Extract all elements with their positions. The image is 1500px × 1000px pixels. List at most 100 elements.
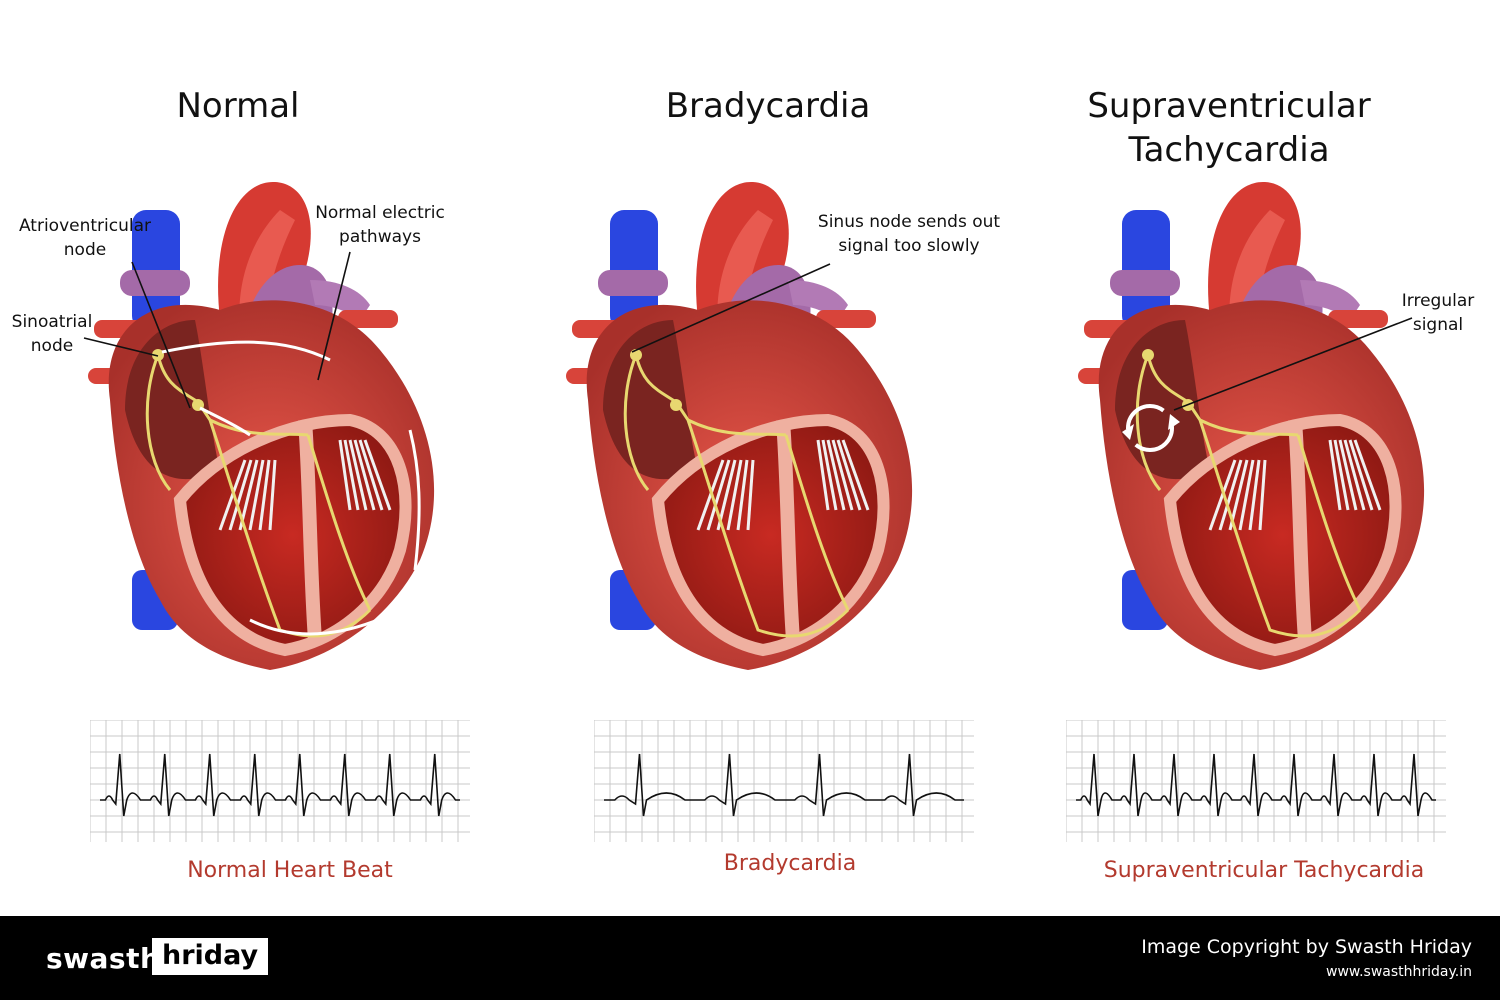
septum xyxy=(298,419,322,641)
vessel-right xyxy=(816,310,876,328)
pulmonary-vein xyxy=(598,270,668,296)
chordae-tendineae xyxy=(1338,439,1358,511)
panel-title-bradycardia: Bradycardia xyxy=(618,84,918,128)
septum xyxy=(776,419,800,641)
ventricle-cut-rim xyxy=(651,413,890,657)
heart-illustration-bradycardia xyxy=(566,181,913,670)
chordae-tendineae xyxy=(826,439,846,511)
conduction-pathway xyxy=(1135,354,1362,638)
label-line: signal xyxy=(1412,315,1464,335)
chordae-tendineae xyxy=(1248,459,1261,531)
label-line: Atrioventricular xyxy=(18,216,152,236)
chordae-tendineae xyxy=(841,439,870,511)
title-line: Supraventricular xyxy=(1087,86,1371,126)
sinoatrial-node xyxy=(152,349,164,361)
logo-text-swasth: swasth xyxy=(46,942,161,975)
chordae-tendineae xyxy=(1208,459,1237,531)
label-line: Sinus node sends out xyxy=(817,212,1001,232)
chordae-tendineae xyxy=(696,459,725,531)
electric-arrow xyxy=(161,340,331,362)
caption-bradycardia: Bradycardia xyxy=(723,851,857,876)
copyright-text: Image Copyright by Swasth Hriday xyxy=(1141,936,1472,958)
chordae-tendineae xyxy=(706,459,731,531)
leader-av-node xyxy=(131,261,191,409)
chordae-tendineae xyxy=(1348,439,1374,511)
chordae-tendineae xyxy=(268,459,277,531)
chordae-tendineae xyxy=(343,439,360,511)
ecg-strip-svt xyxy=(1066,720,1446,842)
caption-normal: Normal Heart Beat xyxy=(187,858,393,883)
chordae-tendineae xyxy=(1258,459,1267,531)
reentry-arrowhead-icon xyxy=(1168,414,1180,430)
chordae-tendineae xyxy=(258,459,271,531)
label-line: pathways xyxy=(339,227,421,247)
footer-bar: swasth hriday Image Copyright by Swasth … xyxy=(0,916,1500,1000)
chordae-tendineae xyxy=(1328,439,1342,511)
chordae-tendineae xyxy=(1343,439,1366,511)
chordae-tendineae xyxy=(1353,439,1382,511)
annotation-lines xyxy=(83,251,1413,411)
label-line: node xyxy=(30,336,74,356)
chordae-tendineae xyxy=(218,459,247,531)
ecg-trace xyxy=(100,753,460,817)
chordae-tendineae xyxy=(816,439,830,511)
leader-sinus-slow xyxy=(631,263,831,353)
ventricle-chamber xyxy=(1170,420,1396,650)
label-line: signal too slowly xyxy=(838,236,980,256)
ecg-trace xyxy=(1076,753,1436,817)
electric-arrow xyxy=(249,608,401,636)
chordae-tendineae xyxy=(228,459,253,531)
chordae-tendineae xyxy=(1238,459,1255,531)
title-line: Tachycardia xyxy=(1128,130,1330,170)
label-av-node: Atrioventricular node xyxy=(10,214,160,262)
label-line: Sinoatrial xyxy=(11,312,93,332)
ventricle-chamber xyxy=(180,420,406,650)
panel-title-normal: Normal xyxy=(88,84,388,128)
chordae-tendineae xyxy=(348,439,368,511)
chordae-tendineae xyxy=(831,439,854,511)
ecg-strip-bradycardia xyxy=(594,720,974,842)
chordae-tendineae xyxy=(836,439,862,511)
leader-pathways xyxy=(317,251,351,381)
electric-arrow xyxy=(199,406,251,437)
ecg-strip-normal xyxy=(90,720,470,842)
label-irregular-signal: Irregular signal xyxy=(1386,289,1490,337)
label-line: node xyxy=(63,240,107,260)
title-line: Normal xyxy=(176,86,300,126)
chordae-tendineae xyxy=(736,459,749,531)
vessel-right xyxy=(1328,310,1388,328)
website-text: www.swasthhriday.in xyxy=(1326,964,1472,980)
logo-text-hriday: hriday xyxy=(152,938,269,975)
label-sa-node: Sinoatrial node xyxy=(2,310,102,358)
label-normal-pathways: Normal electric pathways xyxy=(300,201,460,249)
chordae-tendineae xyxy=(358,439,384,511)
pulmonary-vein xyxy=(1110,270,1180,296)
chordae-tendineae xyxy=(353,439,376,511)
ventricle-cut-rim xyxy=(1163,413,1402,657)
chordae-tendineae xyxy=(746,459,755,531)
chordae-tendineae xyxy=(821,439,838,511)
chordae-tendineae xyxy=(363,439,392,511)
chordae-tendineae xyxy=(338,439,352,511)
electric-arrow xyxy=(408,429,421,571)
ventricle-chamber xyxy=(658,420,884,650)
chordae-tendineae xyxy=(1218,459,1243,531)
heart-illustration-svt xyxy=(1078,181,1425,670)
ecg-grid xyxy=(90,720,470,842)
reentry-arrowhead-icon xyxy=(1122,424,1134,440)
conduction-pathway xyxy=(623,354,850,638)
ecg-grid xyxy=(594,720,974,842)
septum xyxy=(1288,419,1312,641)
label-sinus-slow: Sinus node sends out signal too slowly xyxy=(794,210,1024,258)
vessel-right xyxy=(338,310,398,328)
chordae-tendineae xyxy=(726,459,743,531)
atrioventricular-node xyxy=(670,399,682,411)
sinoatrial-node xyxy=(1142,349,1154,361)
panel-title-svt: Supraventricular Tachycardia xyxy=(1054,84,1404,172)
title-line: Bradycardia xyxy=(665,86,871,126)
chordae-tendineae xyxy=(1333,439,1350,511)
ecg-trace xyxy=(604,753,964,817)
label-line: Normal electric xyxy=(315,203,445,223)
ventricle-cut-rim xyxy=(173,413,412,657)
